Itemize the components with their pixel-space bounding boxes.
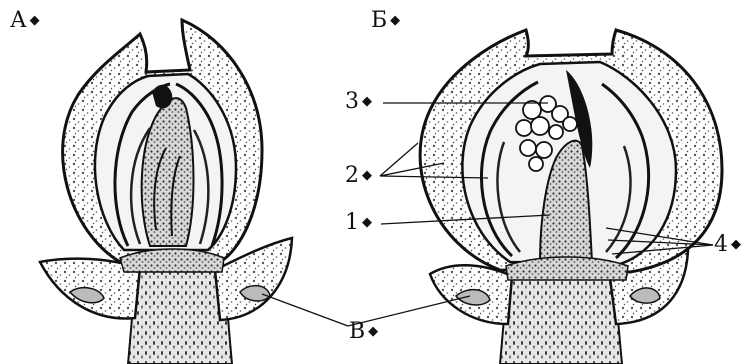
callout-1-label: 1◆: [345, 212, 372, 234]
panel-a-drawing: [40, 20, 292, 364]
callout-4-label: 4◆: [714, 234, 741, 256]
panel-a-label: А◆: [10, 10, 40, 32]
callout-v-label: В◆: [349, 321, 378, 343]
panel-b-drawing: [420, 30, 722, 364]
panel-b-label: Б◆: [371, 10, 400, 32]
leader-2a: [380, 143, 418, 176]
callout-3-label: 3◆: [345, 91, 372, 113]
callout-2-label: 2◆: [345, 165, 372, 187]
leader-v-a: [262, 294, 348, 326]
